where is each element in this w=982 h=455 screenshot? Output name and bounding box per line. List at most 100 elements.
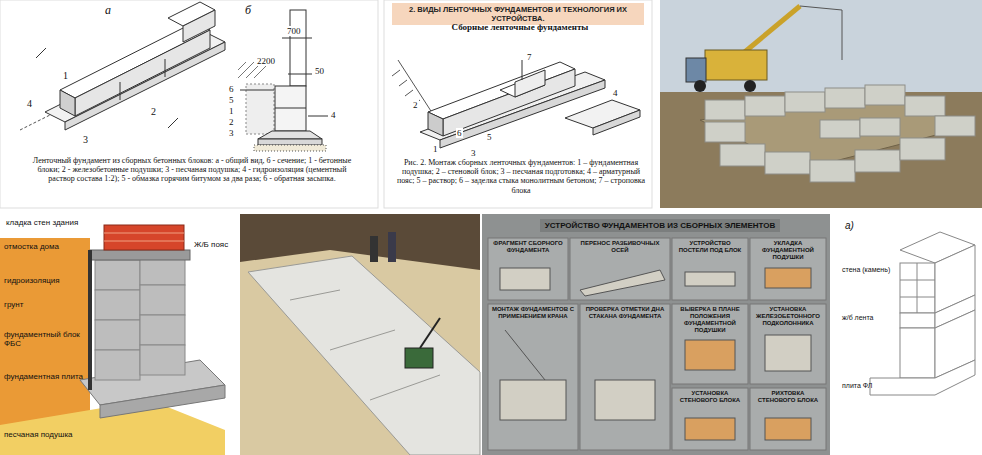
panel-letter: б xyxy=(244,4,252,18)
wall-block xyxy=(428,112,443,136)
dimension: 700 xyxy=(286,26,302,36)
block-joint xyxy=(275,108,306,109)
step-heading: УСТРОЙСТВО ПОСТЕЛИ ПОД БЛОК xyxy=(674,240,746,254)
cell xyxy=(580,304,670,450)
crane-truck xyxy=(705,50,767,80)
figure xyxy=(685,272,735,286)
figure xyxy=(685,418,735,440)
part-label: Ж/Б пояс xyxy=(194,240,238,249)
section-mark xyxy=(168,118,178,128)
crane-cable xyxy=(800,6,842,10)
figure xyxy=(505,330,545,380)
compactor xyxy=(405,348,433,368)
panel-2 xyxy=(384,0,652,208)
compactor-handle xyxy=(420,318,440,348)
step-heading: УСТАНОВКА ЖЕЛЕЗОБЕТОННОГО ПОДКОЛОННИКА xyxy=(752,306,824,327)
step-heading: ПЕРЕНОС РАЗБИВОЧНЫХ ОСЕЙ xyxy=(572,240,668,254)
callout-number: 2 xyxy=(228,117,235,127)
brick-joint xyxy=(104,241,184,242)
part-label: ж/б лента xyxy=(842,314,898,322)
poster-title: УСТРОЙСТВО ФУНДАМЕНТОВ ИЗ СБОРНЫХ ЭЛЕМЕН… xyxy=(540,219,780,232)
dimension: 50 xyxy=(314,66,325,76)
block-front xyxy=(75,30,210,116)
photo-ground xyxy=(660,92,982,208)
caption: Ленточный фундамент из сборных бетонных … xyxy=(24,156,360,184)
block-joint xyxy=(165,59,166,77)
panel-4 xyxy=(0,214,240,455)
worker xyxy=(370,236,378,262)
cell xyxy=(672,388,748,450)
leader xyxy=(240,90,274,91)
wall-lower xyxy=(900,328,935,378)
slab-joint xyxy=(290,290,340,300)
dimension-line xyxy=(282,38,312,39)
cell xyxy=(672,304,748,384)
worker xyxy=(388,232,396,262)
slab-joint xyxy=(370,375,440,400)
callout-number: 7 xyxy=(526,52,533,62)
hatch xyxy=(238,62,254,78)
caption: Рис. 2. Монтаж сборных ленточных фундаме… xyxy=(394,158,648,195)
callout-number: 1 xyxy=(432,144,439,154)
figure xyxy=(500,268,550,290)
block xyxy=(900,138,945,160)
part-label: фундаментная плита xyxy=(4,372,84,381)
rc-belt xyxy=(90,250,190,260)
hatch xyxy=(399,80,407,86)
callout-number: 2 xyxy=(150,106,157,118)
figure xyxy=(580,270,665,296)
block-joint xyxy=(120,82,121,100)
wheel xyxy=(694,80,706,92)
callout-number: 3 xyxy=(470,148,477,158)
soil xyxy=(0,238,90,440)
upper-block xyxy=(183,10,215,42)
slab xyxy=(870,360,975,395)
wall-front xyxy=(900,263,935,313)
callout-number: 1 xyxy=(228,106,235,116)
block xyxy=(860,118,900,136)
part-label: кладка стен здания xyxy=(6,218,101,227)
callout-number: 5 xyxy=(228,95,235,105)
block xyxy=(95,290,140,320)
part-label: грунт xyxy=(4,300,64,309)
block xyxy=(95,260,140,290)
callout-number: 4 xyxy=(26,98,33,110)
part-label: отмостка дома xyxy=(4,242,89,251)
brick-wall xyxy=(104,225,184,250)
block xyxy=(825,88,865,108)
hatch xyxy=(405,90,413,96)
backfill xyxy=(246,84,274,134)
poster-figures xyxy=(500,268,811,440)
header-band: 2. ВИДЫ ЛЕНТОЧНЫХ ФУНДАМЕНТОВ И ТЕХНОЛОГ… xyxy=(392,3,644,25)
step-heading: УСТАНОВКА СТЕНОВОГО БЛОКА xyxy=(674,390,746,404)
wall-block xyxy=(443,69,575,136)
reinforced-belt xyxy=(593,110,640,135)
block xyxy=(905,96,945,116)
block xyxy=(810,160,855,182)
callout-number: 5 xyxy=(486,132,493,142)
rc-strip xyxy=(900,313,935,328)
block xyxy=(705,100,745,120)
block xyxy=(820,120,860,138)
block xyxy=(855,150,900,172)
figure xyxy=(685,340,735,370)
block xyxy=(745,96,785,116)
callout-number: 4 xyxy=(612,88,619,98)
dimension-line xyxy=(288,74,312,75)
upper-block xyxy=(515,70,545,97)
hatch xyxy=(392,70,400,76)
panel-1 xyxy=(0,0,378,208)
block xyxy=(765,152,810,174)
cushion-section xyxy=(258,139,322,145)
block xyxy=(935,116,975,136)
sling xyxy=(522,60,523,80)
callout-number: 2 xyxy=(412,100,419,110)
block xyxy=(140,345,185,375)
block xyxy=(705,122,745,142)
node-text: 2. ВИДЫ ЛЕНТОЧНЫХ ФУНДАМЕНТОВ И ТЕХНОЛОГ… xyxy=(396,5,640,23)
subtitle: Сборные ленточные фундаменты xyxy=(430,22,610,32)
cell xyxy=(750,304,826,384)
fbs-blocks xyxy=(95,255,185,380)
figure xyxy=(765,335,811,371)
